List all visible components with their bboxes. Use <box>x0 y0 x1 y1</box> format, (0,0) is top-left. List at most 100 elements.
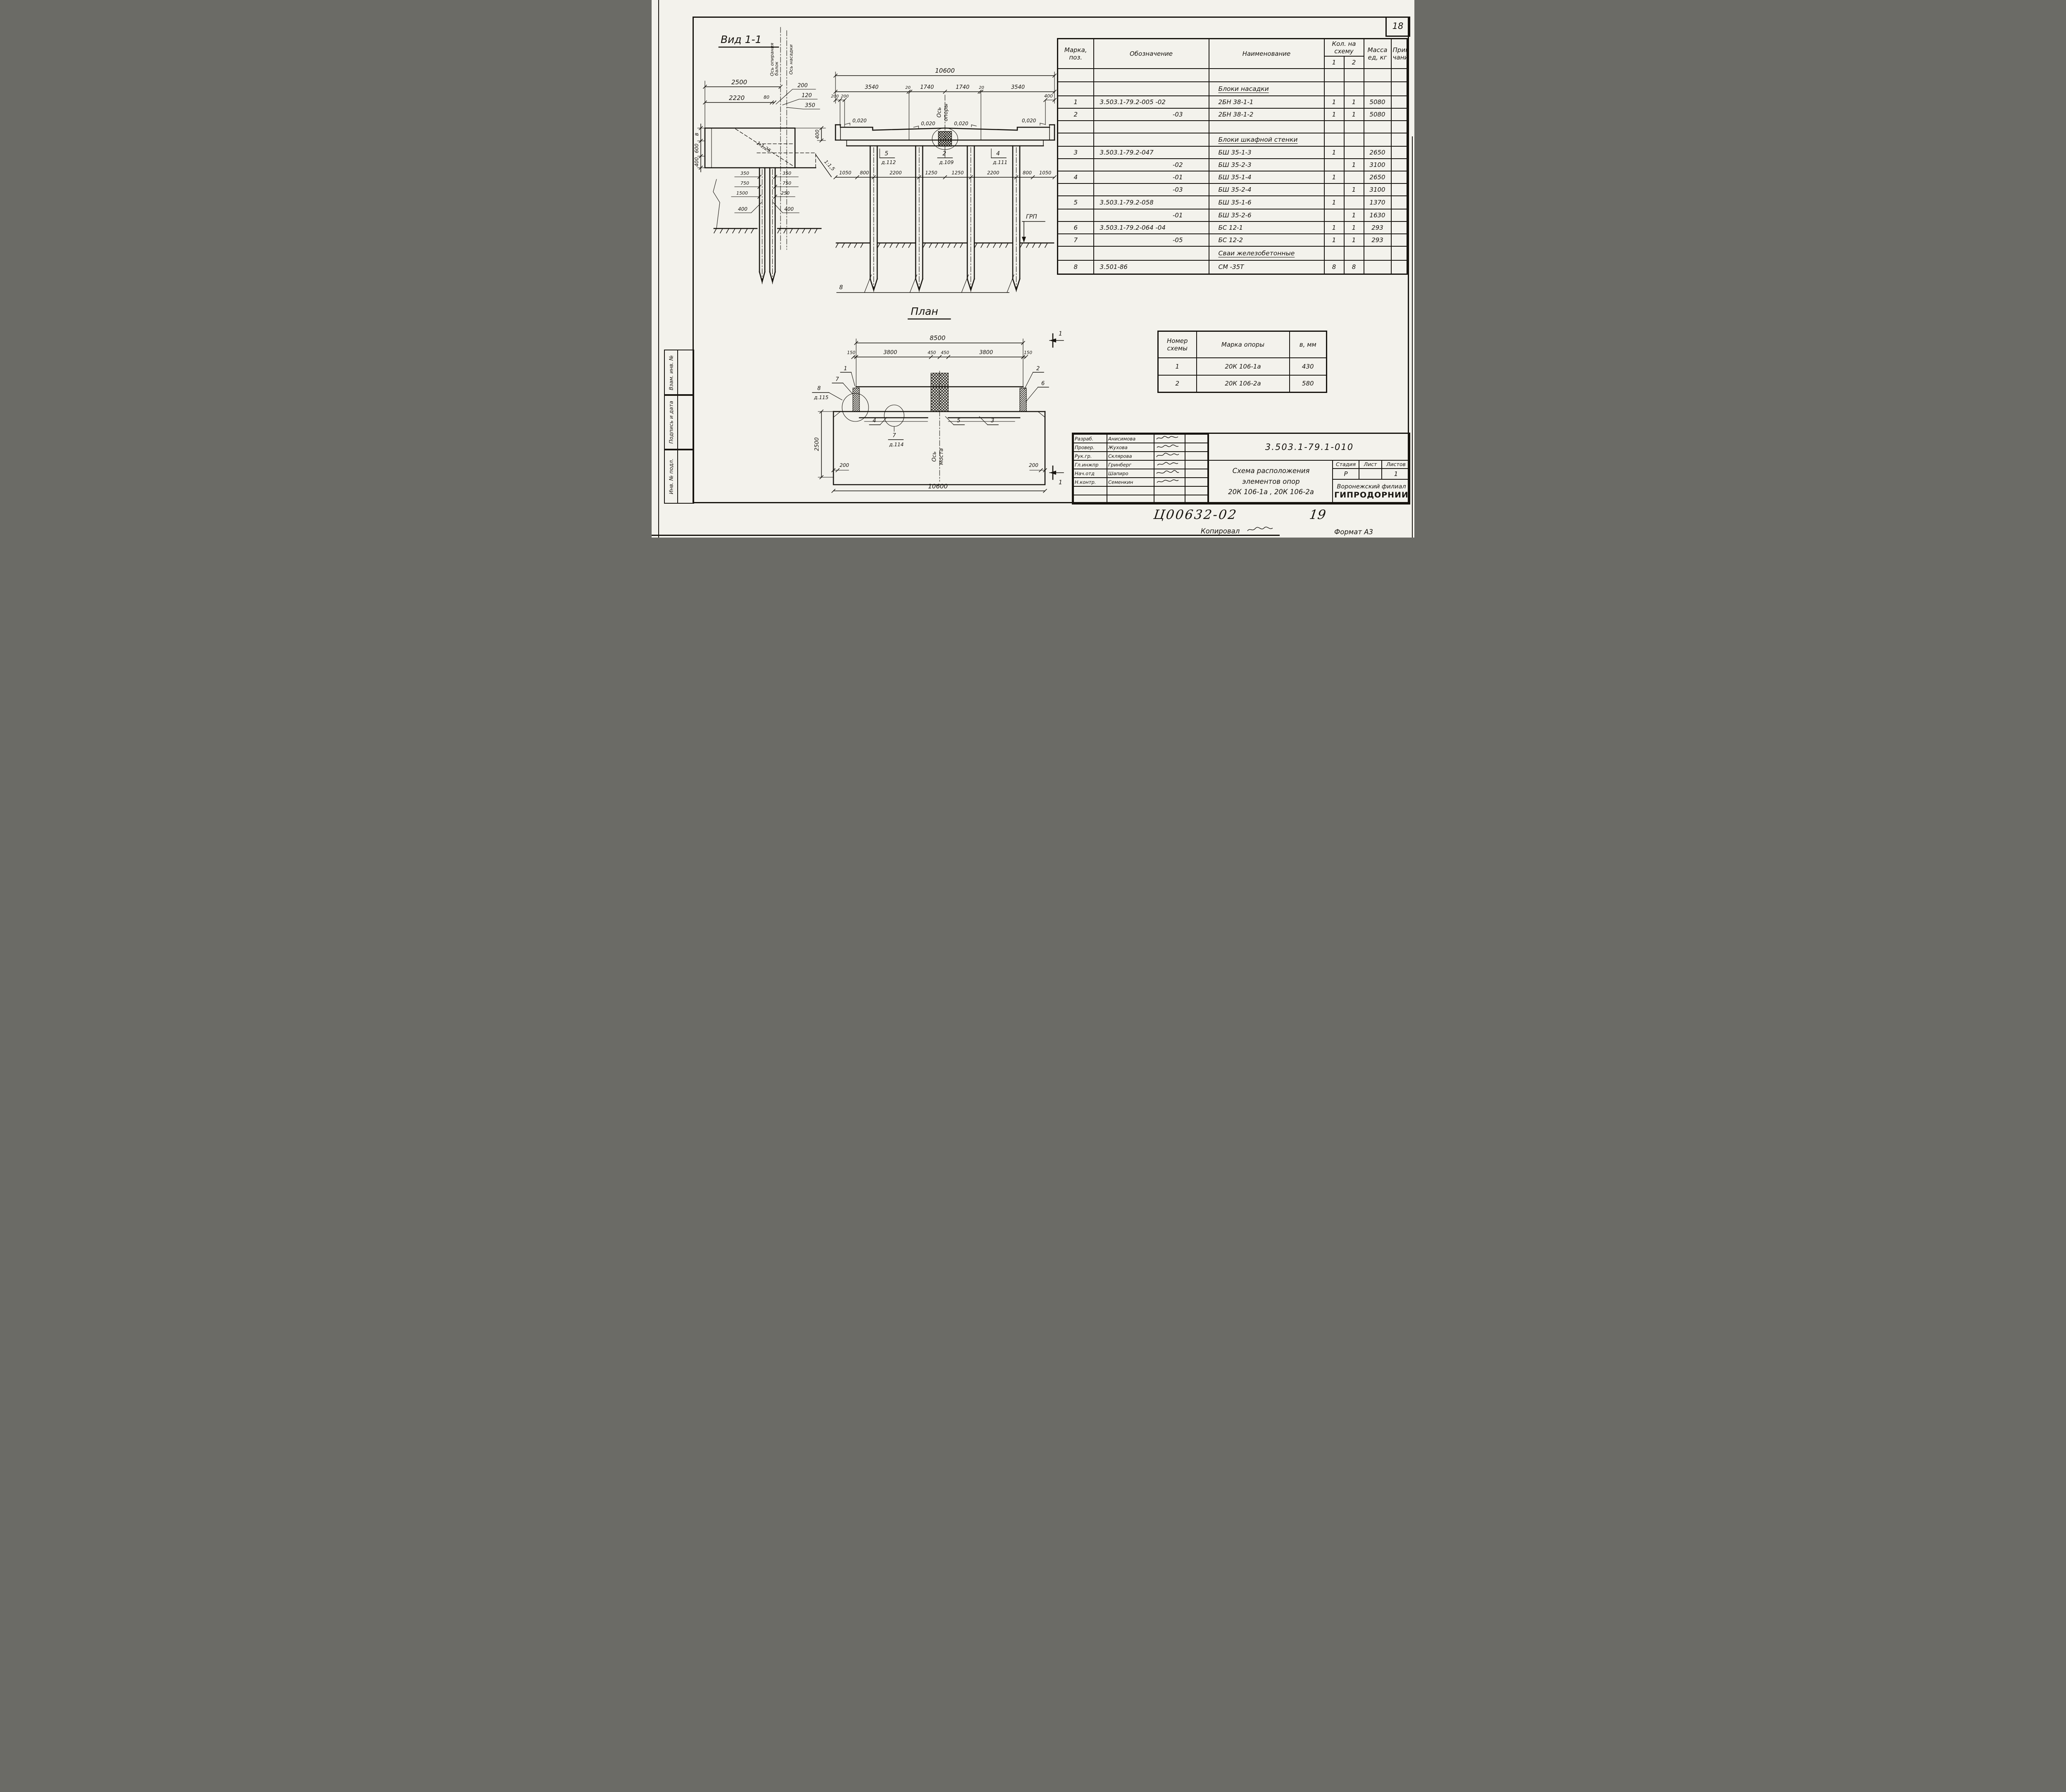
dim-b-2200l: 2200 <box>890 170 902 176</box>
pos-2: 2 <box>1036 366 1040 372</box>
grp-label: ГРП <box>1026 214 1037 220</box>
axis-beam-bearing-label1: Ось опирания <box>769 43 775 76</box>
strip-inv-podl: Инв. № подл. <box>664 449 694 504</box>
plan-title: План <box>911 305 938 317</box>
pier-axis-label2: опоры <box>943 104 949 121</box>
pos-8-det: д.115 <box>814 395 828 400</box>
dim-8500: 8500 <box>930 334 945 342</box>
dim-150l: 150 <box>847 350 855 355</box>
callout-4: 4 <box>996 150 1000 157</box>
dim-seg-1740l: 1740 <box>920 84 934 90</box>
dim-seg-20r: 20 <box>979 86 984 90</box>
section-title: Блоки шкафной стенки <box>1218 136 1298 143</box>
page-number-box: 18 <box>1385 17 1410 37</box>
table-row: Разраб.Анисимова <box>1073 434 1208 443</box>
table-row <box>1073 495 1208 503</box>
dim-450l: 450 <box>928 350 936 355</box>
signature-cell <box>1154 434 1185 443</box>
dim-pile-400-right: 400 <box>784 206 794 212</box>
pos-1: 1 <box>844 366 847 372</box>
detail-circle-left <box>842 393 869 422</box>
slope-0020-3: 0,020 <box>954 121 969 126</box>
signature-squiggle <box>1156 470 1179 474</box>
table-section-row: Сваи железобетонные <box>1057 245 1408 261</box>
signature-cell <box>1154 469 1185 478</box>
col-header-mark: Марка,поз. <box>1057 38 1094 69</box>
slope-0020-1: 0,020 <box>852 118 867 124</box>
dim-seg-20l: 20 <box>905 86 911 90</box>
console-slope-hidden-edge <box>735 129 794 167</box>
dim-80: 80 <box>764 95 769 100</box>
signature-squiggle <box>1157 462 1178 466</box>
dim-3800l: 3800 <box>883 350 897 356</box>
plan-drawing: План 8500 150 3800 450 450 3800 150 <box>812 305 1064 493</box>
signature-squiggle <box>1157 479 1179 483</box>
dim-b-2200r: 2200 <box>987 170 999 176</box>
dim-400-right: 400 <box>1044 93 1053 99</box>
ground-line-elevation <box>835 242 1054 248</box>
bridge-axis-label1: Ось <box>931 451 938 462</box>
slope-0020-4: 0,020 <box>1022 118 1036 124</box>
format-label: Формат А3 <box>1334 528 1373 536</box>
pos-3: 3 <box>991 418 994 424</box>
sheets-label: Листов <box>1381 460 1410 469</box>
stage-block: Стадия Лист Листов Р 1 Воронежский филиа… <box>1332 460 1410 503</box>
dim-b-800r: 800 <box>1023 170 1032 176</box>
callout-5-det: д.112 <box>881 159 896 165</box>
break-line <box>713 179 720 229</box>
section-mark-top-label: 1 <box>1059 331 1062 337</box>
dim-seg-3540r: 3540 <box>1011 84 1025 90</box>
drawing-sheet: 18 Взам. инв. № Подпись и дата Инв. № по… <box>652 0 1414 538</box>
table-row <box>1073 486 1208 495</box>
dim-l-750: 750 <box>740 181 749 186</box>
pos-7-bottom: 7 <box>893 433 896 439</box>
drawing-title: Схема расположения элементов опор 20К 10… <box>1208 460 1333 503</box>
callout-2-det: д.109 <box>939 159 954 165</box>
bridge-axis-label2: моста <box>938 448 945 465</box>
dim-2500: 2500 <box>731 79 747 86</box>
view-1-1-drawing: Вид 1-1 Ось опирания балок Ось насадки 2… <box>694 27 836 285</box>
grp-arrow <box>1022 237 1026 243</box>
document-number: 3.503.1-79.1-010 <box>1208 434 1410 461</box>
strip-inv-podl-label: Инв. № подл. <box>665 450 678 503</box>
callout-2: 2 <box>943 150 946 157</box>
axis-cap-label: Ось насадки <box>788 45 794 75</box>
table-section-row: Блоки насадки <box>1057 81 1408 96</box>
detail-circle-center <box>884 405 904 427</box>
dim-350: 350 <box>805 102 815 109</box>
parts-table-header-row: Марка,поз. Обозначение Наименование Кол.… <box>1057 38 1408 69</box>
section-mark-bottom: 1 <box>1049 465 1064 486</box>
dim-v-600: 600 <box>694 143 700 153</box>
table-row: Провер.Жухова <box>1073 443 1208 452</box>
drawing-title-line2: элементов опор <box>1242 477 1300 485</box>
drawing-frame <box>693 17 1409 503</box>
dim-3800r: 3800 <box>979 350 993 356</box>
organization-branch: Воронежский филиал <box>1337 483 1406 490</box>
dim-v-400: 400 <box>694 157 700 167</box>
pos-4: 4 <box>873 418 876 424</box>
col-header-note: Приме-чание <box>1390 38 1408 69</box>
col-header-qty-1: 1 <box>1323 55 1345 69</box>
dim-200-br: 200 <box>1029 462 1038 468</box>
scheme-col-mark: Марка опоры <box>1196 331 1290 358</box>
signature-squiggle <box>1156 452 1179 457</box>
dim-b-1250r: 1250 <box>952 170 964 176</box>
axis-beam-bearing-label2: балок <box>774 62 779 76</box>
signature-cell <box>1154 460 1185 469</box>
dim-r-250: 250 <box>781 190 790 196</box>
dim-b-1050r: 1050 <box>1039 170 1051 176</box>
scan-edge-bottom <box>652 535 1280 536</box>
organization: Воронежский филиал ГИПРОДОРНИИ <box>1333 480 1410 503</box>
title-block: Разраб.Анисимова Провер.Жухова Рук.гр.Ск… <box>1072 433 1410 505</box>
